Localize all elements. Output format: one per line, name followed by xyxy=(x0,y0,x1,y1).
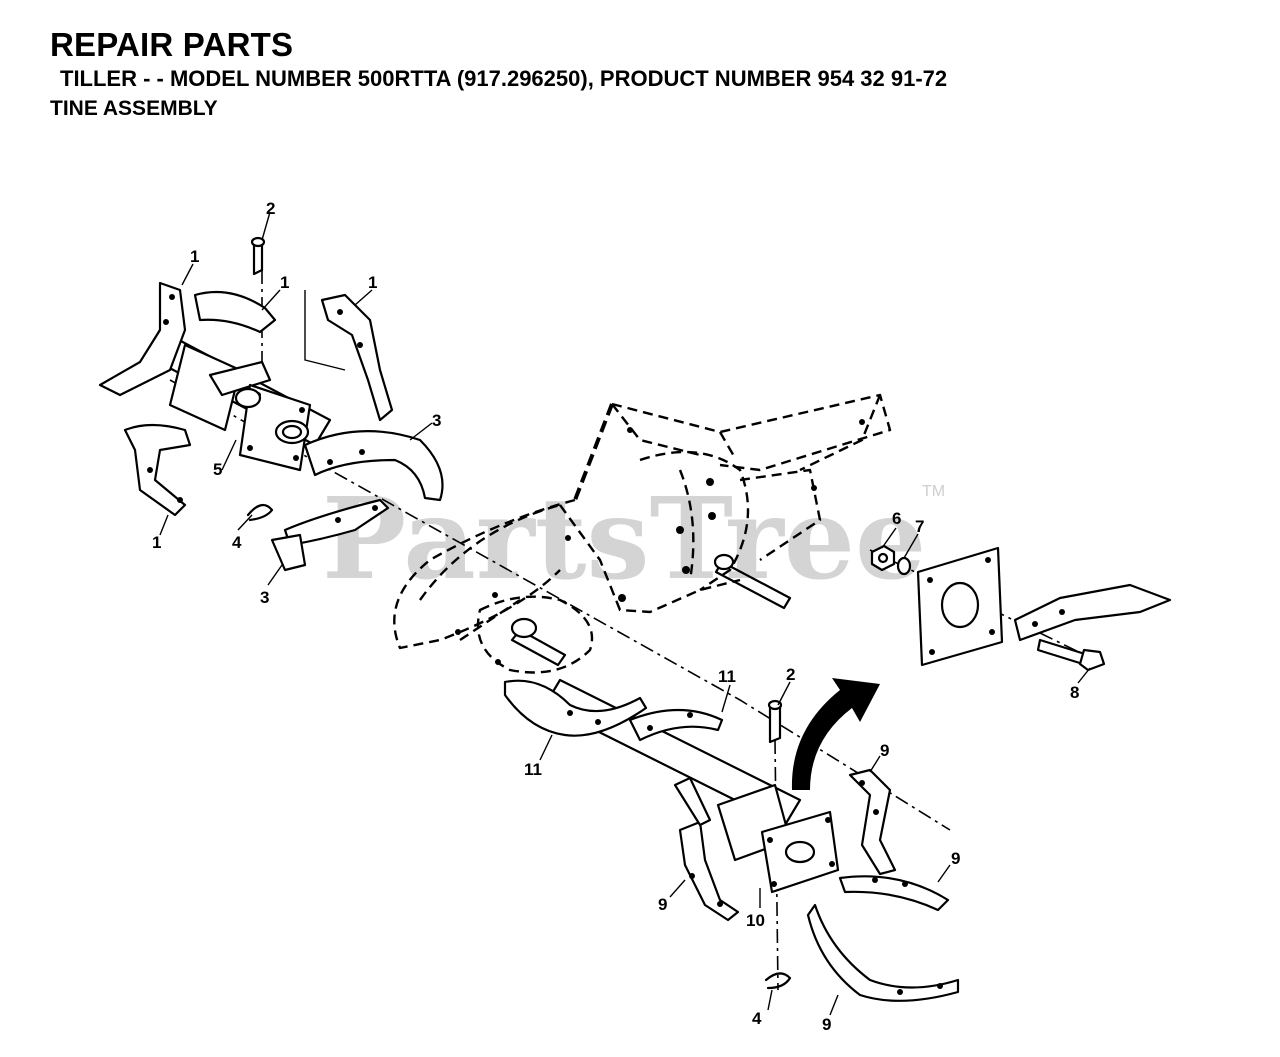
callout-4: 4 xyxy=(232,533,242,552)
callout-11: 11 xyxy=(524,760,542,779)
transmission-housing xyxy=(393,393,892,674)
callout-11: 11 xyxy=(718,667,736,686)
callout-5: 5 xyxy=(213,460,222,479)
callout-8: 8 xyxy=(1070,683,1079,702)
callout-9: 9 xyxy=(951,849,960,868)
callout-1: 1 xyxy=(368,273,377,292)
callout-4: 4 xyxy=(752,1009,762,1028)
section-title: TINE ASSEMBLY xyxy=(50,97,218,120)
watermark-text: PartsTree xyxy=(322,474,926,605)
right-hub-plate-assembly xyxy=(870,544,1172,672)
watermark-trademark: TM xyxy=(922,483,945,500)
pin-centerline-right xyxy=(774,739,779,991)
callout-3: 3 xyxy=(260,588,269,607)
left-tine-assembly xyxy=(98,236,444,572)
callout-7: 7 xyxy=(915,517,924,536)
callout-6: 6 xyxy=(892,509,901,528)
callout-9: 9 xyxy=(880,741,889,760)
right-tine-assembly xyxy=(503,678,960,1002)
callout-10: 10 xyxy=(746,911,765,930)
callout-3: 3 xyxy=(432,411,441,430)
page-title: REPAIR PARTS xyxy=(50,26,294,63)
rotation-arrow-icon xyxy=(791,678,880,790)
callout-1: 1 xyxy=(190,247,199,266)
leader-lines xyxy=(159,211,1091,1016)
callout-9: 9 xyxy=(658,895,667,914)
callout-9: 9 xyxy=(822,1015,831,1034)
model-subtitle: TILLER - - MODEL NUMBER 500RTTA (917.296… xyxy=(60,66,948,91)
callout-1: 1 xyxy=(280,273,289,292)
callout-1: 1 xyxy=(152,533,161,552)
callout-2: 2 xyxy=(266,199,275,218)
callout-2: 2 xyxy=(786,665,795,684)
